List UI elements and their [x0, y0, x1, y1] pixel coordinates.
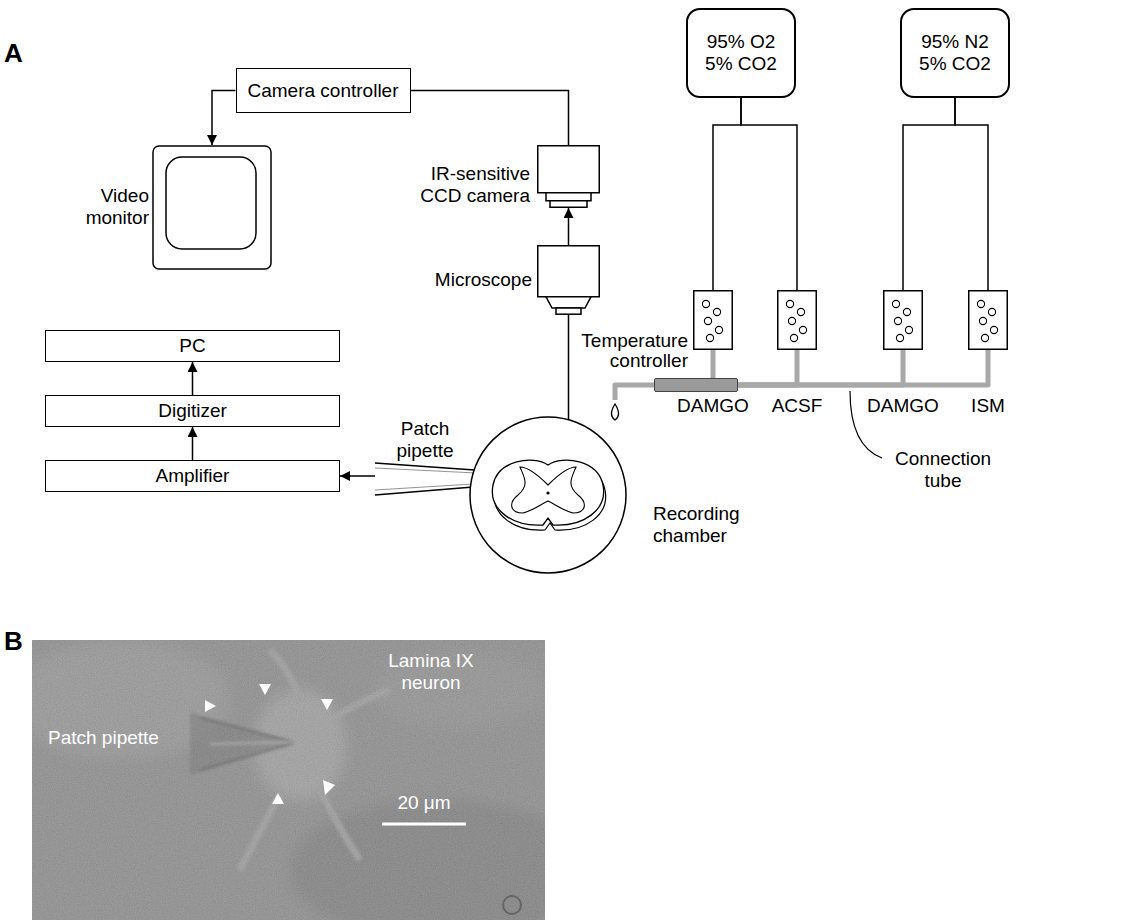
- pc-box: PC: [45, 330, 340, 362]
- node-label: Digitizer: [158, 400, 227, 422]
- tubing-line: [615, 385, 654, 400]
- amplifier-box: Amplifier: [45, 460, 340, 492]
- node-label: PC: [179, 335, 205, 357]
- node-label: ISM: [946, 395, 1030, 417]
- panel-letter: A: [4, 38, 34, 68]
- tubing-line: [738, 350, 903, 385]
- node-label: 95% O2 5% CO2: [701, 31, 781, 75]
- ccd-camera: IR-sensitive CCD camera: [405, 145, 600, 208]
- scale-bar: [382, 823, 466, 826]
- node-label: Video monitor: [77, 185, 149, 229]
- beaker-shape: [968, 290, 1008, 350]
- tubing-line: [738, 350, 988, 385]
- recording-chamber: Recording chamber: [468, 415, 768, 575]
- panel-letter: B: [4, 626, 34, 656]
- connector-line: [741, 98, 797, 290]
- connector-line: [411, 91, 569, 146]
- beaker-shape: [777, 290, 817, 350]
- drip-drop: [612, 404, 619, 420]
- connector-line: [192, 362, 194, 395]
- connector-line: [340, 475, 375, 477]
- micrograph: [32, 640, 545, 920]
- camera-shape: [537, 145, 600, 208]
- heater-block: [654, 378, 738, 392]
- node-label: Camera controller: [248, 80, 399, 102]
- scale-label: 20 μm: [382, 792, 466, 814]
- connector-line: [713, 98, 741, 290]
- solution-beaker: DAMGO: [861, 290, 945, 415]
- node-label: 95% N2 5% CO2: [915, 31, 995, 75]
- microscope-shape: [537, 245, 600, 315]
- chamber-shape: [468, 415, 628, 575]
- node-label: Microscope: [426, 269, 532, 291]
- node-label: Patch pipette: [380, 418, 470, 462]
- gas-supply-box: 95% O2 5% CO2: [686, 8, 796, 98]
- image-annotation: Lamina IX neuron: [383, 650, 479, 694]
- connector-line: [955, 98, 988, 290]
- node-label: ACSF: [755, 395, 839, 417]
- image-annotation: Patch pipette: [48, 727, 188, 749]
- tubing-line: [738, 350, 797, 385]
- node-label: Recording chamber: [653, 503, 763, 547]
- node-label: DAMGO: [861, 395, 945, 417]
- callout-label: Connection tube: [888, 448, 998, 492]
- connector-line: [568, 208, 570, 245]
- tubing-line: [711, 350, 716, 378]
- video-monitor: Video monitor: [77, 145, 272, 270]
- solution-beaker: ISM: [946, 290, 1030, 415]
- solution-beaker: ACSF: [755, 290, 839, 415]
- connector-line: [903, 98, 955, 290]
- connector-line: [568, 315, 570, 420]
- node-label: Temperature controller: [570, 331, 688, 371]
- node-label: Amplifier: [156, 465, 230, 487]
- beaker-shape: [693, 290, 733, 350]
- beaker-shape: [883, 290, 923, 350]
- node-label: DAMGO: [671, 395, 755, 417]
- solution-beaker: DAMGO: [671, 290, 755, 415]
- digitizer-box: Digitizer: [45, 395, 340, 427]
- connector-line: [192, 427, 194, 460]
- microscope: Microscope: [426, 245, 600, 315]
- connector-line: [212, 91, 236, 146]
- gas-supply-box: 95% N2 5% CO2: [900, 8, 1010, 98]
- monitor-shape: [152, 145, 272, 270]
- node-label: IR-sensitive CCD camera: [405, 163, 530, 207]
- controller-box: Camera controller: [236, 68, 411, 113]
- pointer-arrowheads: [205, 684, 335, 804]
